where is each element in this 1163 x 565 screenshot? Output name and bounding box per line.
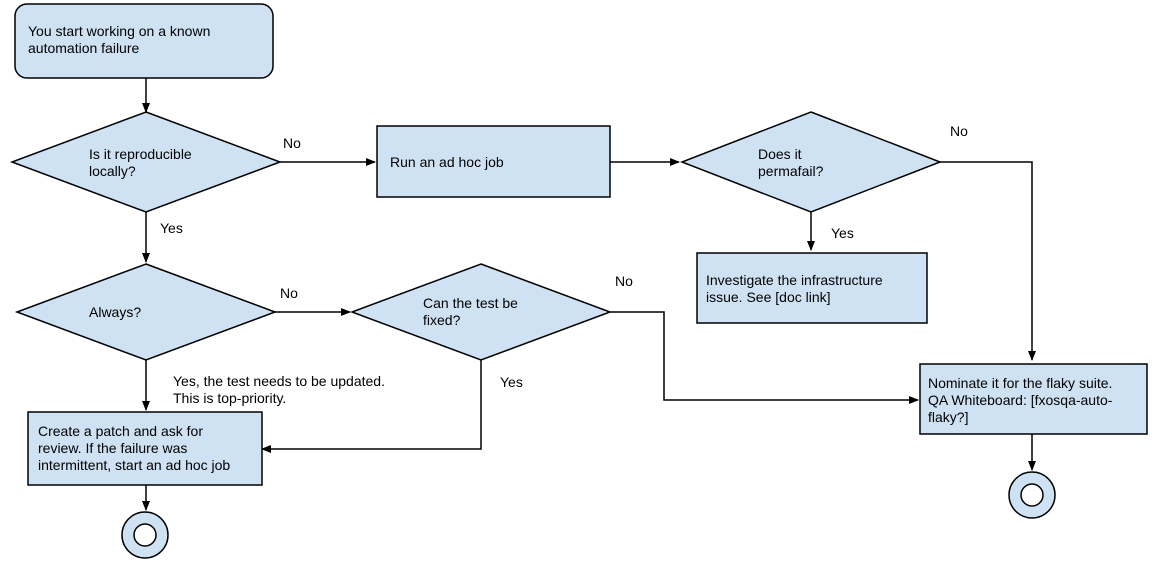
- fixable-yes-label: Yes: [500, 374, 523, 390]
- flaky-label-line2: QA Whiteboard: [fxosqa-auto-: [928, 392, 1113, 408]
- flaky-label-line1: Nominate it for the flaky suite.: [928, 375, 1112, 391]
- patch-node[interactable]: [27, 411, 263, 486]
- fixable-no-label: No: [615, 273, 633, 289]
- permafail-label-line1: Does it: [758, 146, 802, 162]
- reproducible-decision[interactable]: [9, 111, 283, 213]
- reproducible-yes-label: Yes: [160, 220, 183, 236]
- fixable-decision[interactable]: [349, 263, 613, 361]
- investigate-label-line1: Investigate the infrastructure: [706, 272, 883, 288]
- adhoc-job-node[interactable]: [376, 125, 611, 198]
- permafail-no-label: No: [950, 123, 968, 139]
- always-decision[interactable]: [14, 263, 278, 361]
- patch-label-line1: Create a patch and ask for: [38, 423, 203, 439]
- always-yes-label-line2: This is top-priority.: [173, 390, 286, 406]
- reproducible-label-line1: Is it reproducible: [89, 146, 192, 162]
- permafail-decision[interactable]: [679, 111, 943, 213]
- end-node-left[interactable]: [121, 511, 169, 559]
- always-yes-label-line1: Yes, the test needs to be updated.: [173, 373, 385, 389]
- permafail-label-line2: permafail?: [758, 163, 824, 179]
- permafail-yes-label: Yes: [831, 225, 854, 241]
- always-no-label: No: [280, 285, 298, 301]
- fixable-label-line2: fixed?: [423, 312, 461, 328]
- edge-fixable-no: [610, 311, 919, 404]
- edges: [142, 78, 1036, 511]
- flaky-label-line3: flaky?]: [928, 409, 968, 425]
- always-label: Always?: [89, 304, 141, 320]
- start-label-line2: automation failure: [28, 40, 140, 56]
- fixable-label-line1: Can the test be: [423, 295, 518, 311]
- investigate-node[interactable]: [696, 252, 928, 324]
- nodes: [9, 3, 1148, 486]
- adhoc-label: Run an ad hoc job: [390, 154, 504, 170]
- flaky-suite-node[interactable]: [919, 363, 1148, 435]
- edge-fixable-yes: [261, 360, 482, 453]
- reproducible-label-line2: locally?: [89, 163, 136, 179]
- reproducible-no-label: No: [283, 135, 301, 151]
- edge-permafail-no: [940, 161, 1036, 361]
- patch-label-line3: intermittent, start an ad hoc job: [38, 457, 230, 473]
- patch-label-line2: review. If the failure was: [38, 440, 187, 456]
- start-label-line1: You start working on a known: [28, 23, 210, 39]
- edge-labels: No Yes No Yes No Yes, the test needs to …: [160, 123, 968, 406]
- start-node[interactable]: [14, 3, 274, 79]
- end-node-right[interactable]: [1008, 471, 1056, 519]
- investigate-label-line2: issue. See [doc link]: [706, 289, 831, 305]
- node-labels: You start working on a known automation …: [28, 23, 1113, 473]
